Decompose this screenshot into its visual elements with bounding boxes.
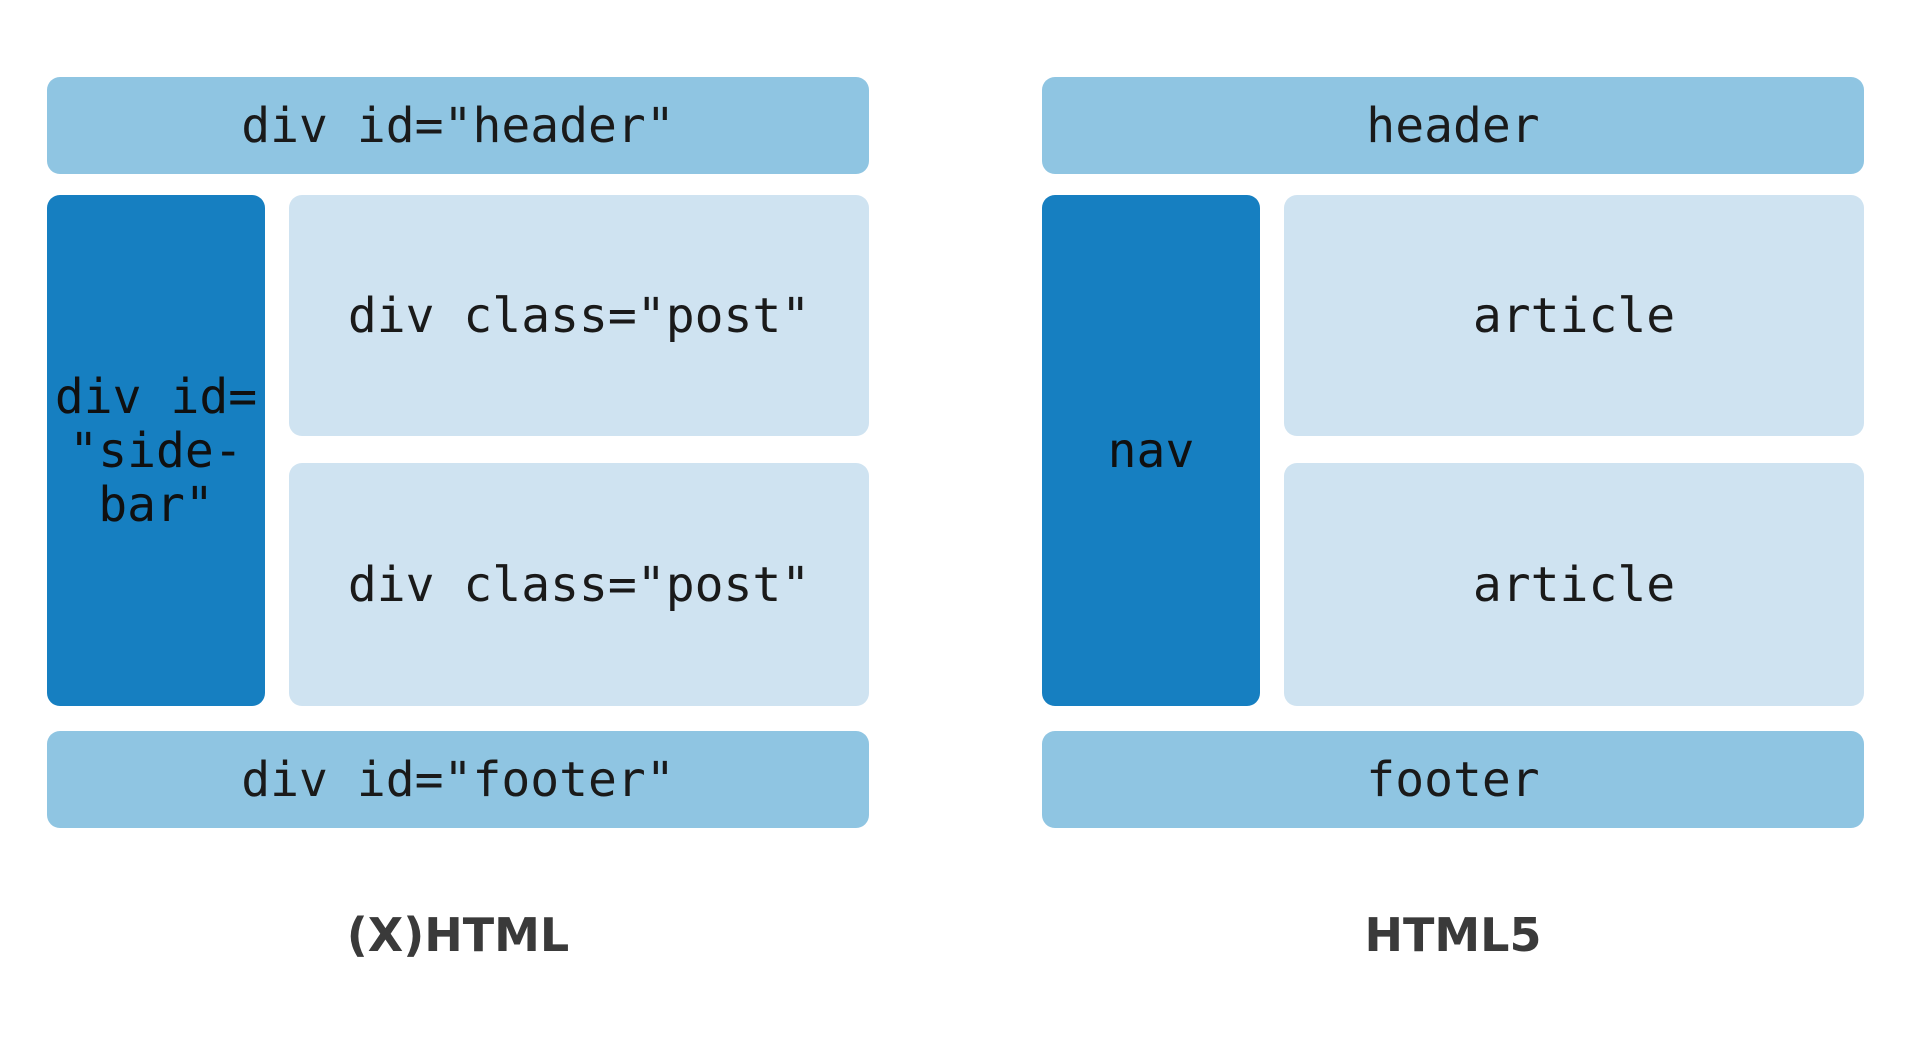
xhtml-post-label-1: div class="post" <box>347 287 811 344</box>
html5-footer-block: footer <box>1042 731 1864 828</box>
xhtml-header-label: div id="header" <box>241 97 675 154</box>
xhtml-caption: (X)HTML <box>346 908 570 962</box>
xhtml-header-block: div id="header" <box>47 77 869 174</box>
html5-header-block: header <box>1042 77 1864 174</box>
html5-nav-label: nav <box>1107 422 1195 479</box>
html5-footer-label: footer <box>1366 751 1540 808</box>
xhtml-sidebar-block: div id= "side- bar" <box>47 195 265 706</box>
xhtml-post-label-2: div class="post" <box>347 556 811 613</box>
xhtml-post-block-1: div class="post" <box>289 195 869 436</box>
xhtml-post-block-2: div class="post" <box>289 463 869 706</box>
html5-caption: HTML5 <box>1364 908 1542 962</box>
xhtml-footer-block: div id="footer" <box>47 731 869 828</box>
html5-header-label: header <box>1366 97 1540 154</box>
html5-article-block-1: article <box>1284 195 1864 436</box>
html5-article-label-2: article <box>1472 556 1676 613</box>
xhtml-sidebar-label: div id= "side- bar" <box>54 368 258 533</box>
html5-nav-block: nav <box>1042 195 1260 706</box>
html5-article-block-2: article <box>1284 463 1864 706</box>
html5-article-label-1: article <box>1472 287 1676 344</box>
xhtml-footer-label: div id="footer" <box>241 751 675 808</box>
